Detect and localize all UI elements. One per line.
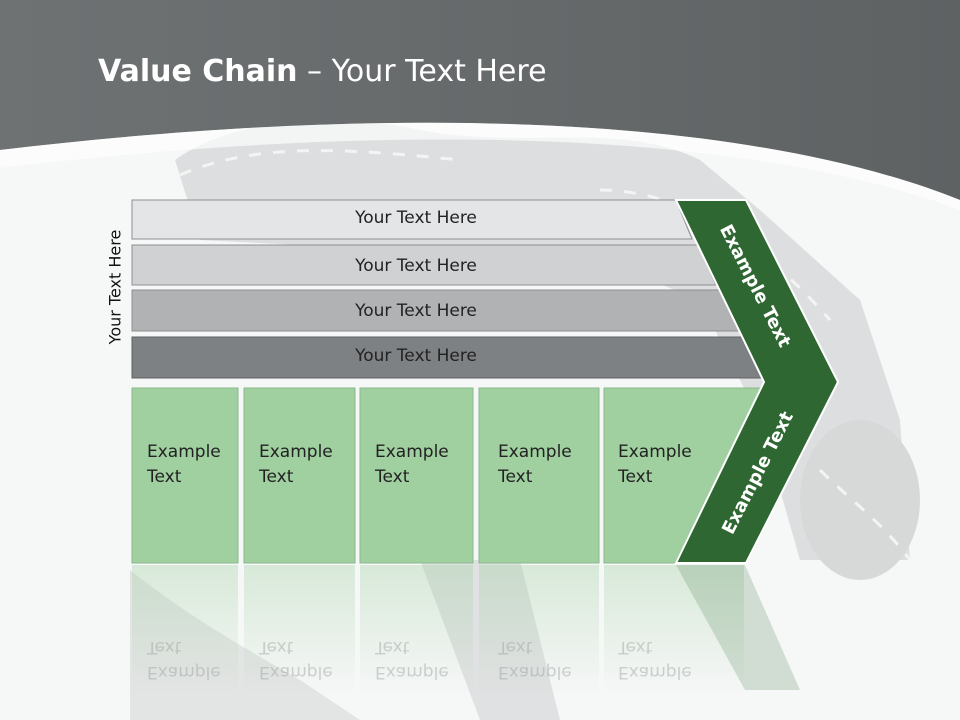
cell-1-line-2: Text: [147, 467, 182, 487]
cell-2-line-1: Example: [259, 442, 333, 462]
activity-cell-4: [478, 387, 600, 564]
reflection-5-line-1: Example: [618, 662, 692, 682]
cell-text-5: Example Text: [618, 440, 692, 490]
activity-cell-3: [359, 387, 474, 564]
reflection-1-line-2: Text: [147, 637, 182, 657]
cell-2-line-2: Text: [259, 467, 294, 487]
reflection-4-line-1: Example: [498, 662, 572, 682]
title-bold: Value Chain: [98, 54, 298, 89]
reflection-3-line-1: Example: [375, 662, 449, 682]
reflection-2-line-2: Text: [259, 637, 294, 657]
cell-4-line-1: Example: [498, 442, 572, 462]
cell-4-line-2: Text: [498, 467, 533, 487]
reflection-text-3: Example Text: [375, 634, 449, 684]
reflection-4-line-2: Text: [498, 637, 533, 657]
bar-label-1: Your Text Here: [355, 208, 477, 228]
header-curve-highlight: [0, 122, 960, 210]
cell-1-line-1: Example: [147, 442, 221, 462]
bar-label-2: Your Text Here: [355, 256, 477, 276]
reflection-text-5: Example Text: [618, 634, 692, 684]
margin-chevron: [674, 199, 840, 564]
cell-text-3: Example Text: [375, 440, 449, 490]
side-label: Your Text Here: [105, 229, 125, 345]
bar-label-3: Your Text Here: [355, 301, 477, 321]
cell-3-line-2: Text: [375, 467, 410, 487]
reflection-5-line-2: Text: [618, 637, 653, 657]
cell-text-2: Example Text: [259, 440, 333, 490]
cell-text-1: Example Text: [147, 440, 221, 490]
value-bar-1: [131, 199, 693, 240]
reflection-text-2: Example Text: [259, 634, 333, 684]
cell-5-line-1: Example: [618, 442, 692, 462]
cell-text-4: Example Text: [498, 440, 572, 490]
activity-cell-1: [131, 387, 239, 564]
reflection-area: [132, 565, 800, 695]
reflection-3-line-2: Text: [375, 637, 410, 657]
bar-label-4: Your Text Here: [355, 346, 477, 366]
reflection-2-line-1: Example: [259, 662, 333, 682]
cell-3-line-1: Example: [375, 442, 449, 462]
reflection-text-4: Example Text: [498, 634, 572, 684]
title-rest: – Your Text Here: [297, 54, 547, 89]
slide-title: Value Chain – Your Text Here: [98, 54, 547, 89]
reflection-text-1: Example Text: [147, 634, 221, 684]
header-band: [0, 0, 960, 200]
reflection-1-line-1: Example: [147, 662, 221, 682]
cell-5-line-2: Text: [618, 467, 653, 487]
activity-cell-2: [243, 387, 356, 564]
